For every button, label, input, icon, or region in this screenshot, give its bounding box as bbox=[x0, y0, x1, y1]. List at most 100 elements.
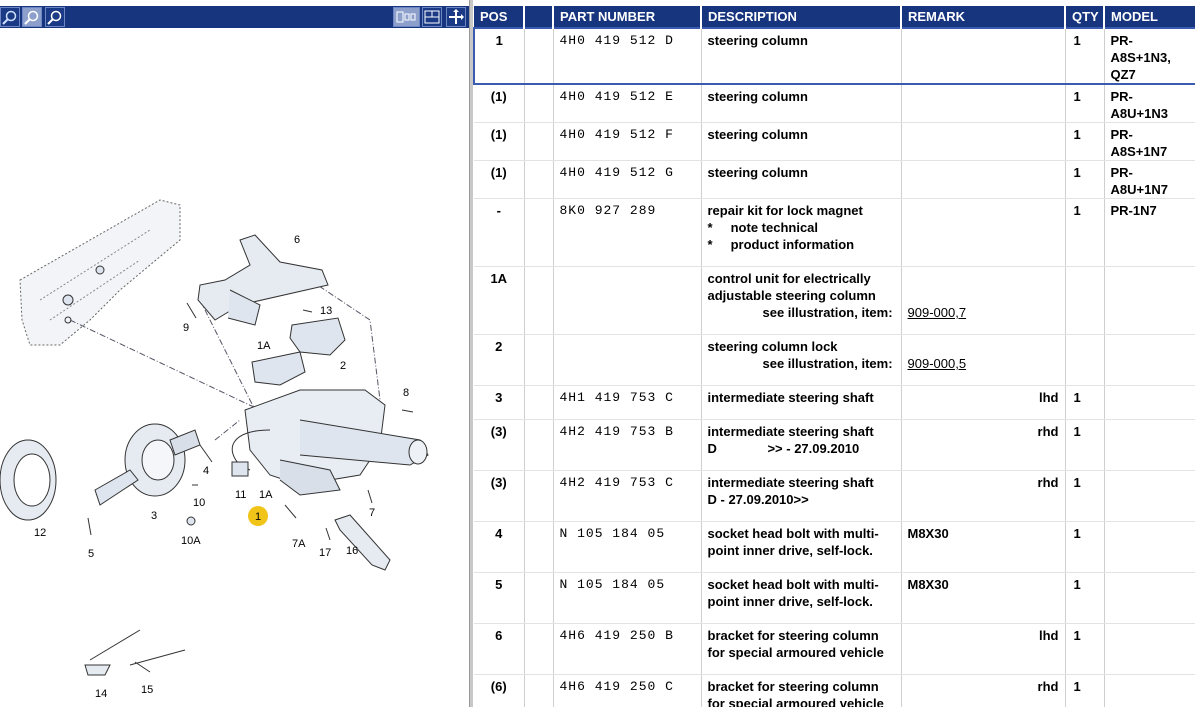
cell-remark bbox=[901, 122, 1066, 161]
steering-side: lhd bbox=[1039, 390, 1059, 405]
cell-part-number: 4H0 419 512 D bbox=[553, 27, 702, 85]
cell-pos-text: 2 bbox=[495, 339, 503, 354]
cell-pos-text: (6) bbox=[490, 679, 507, 694]
cell-blank bbox=[524, 385, 554, 420]
column-header-part-number[interactable]: PART NUMBER bbox=[553, 6, 702, 28]
column-header-pos[interactable]: POS bbox=[474, 6, 525, 28]
cell-part-number-text: 4H1 419 753 C bbox=[559, 390, 674, 405]
cell-pos: 4 bbox=[474, 521, 525, 573]
table-row[interactable]: 1A control unit for electrically adjustabl… bbox=[474, 266, 1195, 335]
pan-icon[interactable] bbox=[446, 7, 466, 27]
illustration-pane: 6 13 9 2 1A 8 4 10 3 12 5 10A 11 1A 1 7A… bbox=[0, 0, 469, 707]
callout-label: 1A bbox=[257, 340, 271, 352]
cell-model bbox=[1104, 266, 1195, 335]
pane-splitter[interactable] bbox=[469, 0, 473, 707]
cell-remark: M8X30 bbox=[901, 572, 1066, 624]
cell-pos-text: - bbox=[496, 203, 501, 218]
cell-model: PR-1N7 bbox=[1104, 198, 1195, 267]
description-line: bracket for steering column bbox=[707, 628, 879, 643]
cell-blank bbox=[524, 521, 554, 573]
callout-label: 1A bbox=[259, 489, 273, 501]
cell-pos-text: (3) bbox=[490, 475, 507, 490]
cell-part-number: N 105 184 05 bbox=[553, 572, 702, 624]
cell-model-text: PR-A8S+1N7 bbox=[1110, 127, 1168, 159]
cell-part-number-text: N 105 184 05 bbox=[559, 577, 666, 592]
cell-description: intermediate steering shaft D - 27.09.201… bbox=[701, 470, 902, 522]
table-row[interactable]: 3 4H1 419 753 C intermediate steering shaf… bbox=[474, 385, 1195, 420]
cell-remark bbox=[901, 160, 1066, 199]
description-line: point inner drive, self-lock. bbox=[707, 543, 873, 558]
cell-description: steering column bbox=[701, 27, 902, 85]
column-header-qty[interactable]: QTY bbox=[1065, 6, 1105, 28]
cell-pos-text: 1A bbox=[490, 271, 508, 286]
cell-qty-text: 1 bbox=[1073, 424, 1081, 439]
callout-label: 5 bbox=[88, 548, 94, 560]
cell-part-number-text: 4H6 419 250 B bbox=[559, 628, 674, 643]
cell-qty bbox=[1065, 334, 1105, 386]
layout-icon[interactable] bbox=[422, 7, 442, 27]
cell-part-number: 4H0 419 512 G bbox=[553, 160, 702, 199]
cell-pos: (1) bbox=[474, 122, 525, 161]
cell-part-number-text: 8K0 927 289 bbox=[559, 203, 657, 218]
cell-description: socket head bolt with multi-point inner … bbox=[701, 572, 902, 624]
zoom-out-icon[interactable] bbox=[22, 7, 42, 27]
description-line: D - 27.09.2010>> bbox=[707, 492, 809, 507]
illustration-link[interactable]: 909-000,7 bbox=[907, 305, 967, 320]
illustration-link[interactable]: 909-000,5 bbox=[907, 356, 967, 371]
cell-part-number: 4H6 419 250 C bbox=[553, 674, 702, 707]
table-row[interactable]: 6 4H6 419 250 B bracket for steering colum… bbox=[474, 623, 1195, 675]
cell-qty: 1 bbox=[1065, 198, 1105, 267]
cell-qty: 1 bbox=[1065, 27, 1105, 85]
column-header-blank[interactable] bbox=[524, 6, 554, 28]
description-line: D >> - 27.09.2010 bbox=[707, 441, 860, 456]
description-line: steering column bbox=[707, 33, 808, 48]
fit-page-icon[interactable] bbox=[393, 7, 420, 27]
cell-pos: 6 bbox=[474, 623, 525, 675]
cell-remark-text: M8X30 bbox=[907, 577, 949, 592]
cell-qty: 1 bbox=[1065, 122, 1105, 161]
search-icon[interactable] bbox=[45, 7, 65, 27]
description-line: adjustable steering column bbox=[707, 288, 876, 303]
cell-part-number: 4H6 419 250 B bbox=[553, 623, 702, 675]
description-line: intermediate steering shaft bbox=[707, 475, 874, 490]
cell-blank bbox=[524, 122, 554, 161]
cell-qty-text: 1 bbox=[1073, 33, 1081, 48]
cell-pos: 3 bbox=[474, 385, 525, 420]
cell-description: steering column bbox=[701, 84, 902, 123]
column-header-remark[interactable]: REMARK bbox=[901, 6, 1066, 28]
cell-model bbox=[1104, 623, 1195, 675]
cell-remark: 909-000,5 bbox=[901, 334, 1066, 386]
cell-qty-text: 1 bbox=[1073, 526, 1081, 541]
cell-part-number-text: N 105 184 05 bbox=[559, 526, 666, 541]
description-line: intermediate steering shaft bbox=[707, 390, 874, 405]
column-header-model[interactable]: MODEL bbox=[1104, 6, 1195, 28]
cell-part-number: 4H2 419 753 B bbox=[553, 419, 702, 471]
cell-remark-text: M8X30 bbox=[907, 526, 949, 541]
cell-blank bbox=[524, 160, 554, 199]
cell-part-number-text: 4H0 419 512 D bbox=[559, 33, 674, 48]
cell-remark bbox=[901, 84, 1066, 123]
cell-qty-text: 1 bbox=[1073, 127, 1081, 142]
cell-remark bbox=[901, 27, 1066, 85]
cell-blank bbox=[524, 572, 554, 624]
column-header-description[interactable]: DESCRIPTION bbox=[701, 6, 902, 28]
cell-qty-text: 1 bbox=[1073, 475, 1081, 490]
see-illustration-text: see illustration, item: bbox=[762, 305, 893, 320]
zoom-in-icon[interactable] bbox=[0, 7, 20, 27]
description-line: control unit for electrically bbox=[707, 271, 871, 286]
cell-qty: 1 bbox=[1065, 623, 1105, 675]
cell-blank bbox=[524, 27, 554, 85]
